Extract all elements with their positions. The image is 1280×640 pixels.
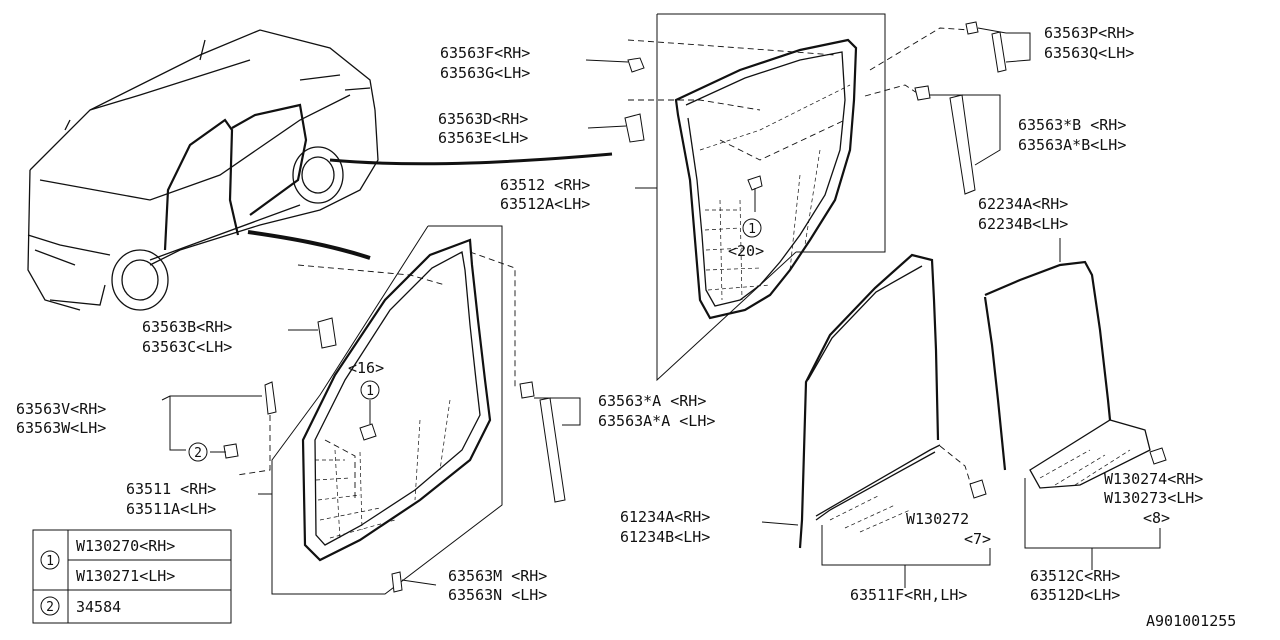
label-63563b-rh: 63563B<RH> <box>142 318 232 336</box>
label-63512-rh: 63512 <RH> <box>500 176 590 194</box>
legend-table: 1 2 W130270<RH> W130271<LH> 34584 <box>32 529 232 624</box>
label-63563d-rh: 63563D<RH> <box>438 110 528 128</box>
clip-63563f <box>627 57 645 73</box>
rear-door-leader <box>329 152 613 166</box>
quantity-7: <7> <box>964 530 991 548</box>
quantity-16: <16> <box>348 359 384 377</box>
label-63563sb-rh: 63563*B <RH> <box>1018 116 1126 134</box>
car-illustration <box>27 29 379 311</box>
trim-63563v <box>264 381 277 415</box>
front-door-leader <box>247 230 371 260</box>
label-63563c-lh: 63563C<LH> <box>142 338 232 356</box>
front-door-weatherstrip-group <box>236 225 516 595</box>
legend-w130271-lh: W130271<LH> <box>76 567 175 585</box>
callout-number: 1 <box>748 222 756 237</box>
trim-63563asb <box>949 94 976 195</box>
quantity-20: <20> <box>728 242 764 260</box>
label-63563e-lh: 63563E<LH> <box>438 129 528 147</box>
label-61234a-rh: 61234A<RH> <box>620 508 710 526</box>
rear-glass-run-group <box>983 238 1167 570</box>
label-63563asb-lh: 63563A*B<LH> <box>1018 136 1126 154</box>
label-63512c-rh: 63512C<RH> <box>1030 567 1120 585</box>
label-63511-rh: 63511 <RH> <box>126 480 216 498</box>
label-63563f-rh: 63563F<RH> <box>440 44 530 62</box>
label-w130274-rh: W130274<RH> <box>1104 470 1203 488</box>
label-62234b-lh: 62234B<LH> <box>978 215 1068 233</box>
callout-circle-1-front <box>360 380 380 400</box>
legend-w130270-rh: W130270<RH> <box>76 537 175 555</box>
label-63563asa-lh: 63563A*A <LH> <box>598 412 715 430</box>
callout-number: 1 <box>366 384 374 399</box>
label-63563g-lh: 63563G<LH> <box>440 64 530 82</box>
label-63512d-lh: 63512D<LH> <box>1030 586 1120 604</box>
callout-circle-2 <box>188 442 208 462</box>
label-63563q-lh: 63563Q<LH> <box>1044 44 1134 62</box>
label-63563n-lh: 63563N <LH> <box>448 586 547 604</box>
clip-63563sa <box>519 381 535 399</box>
clip-63563q <box>991 31 1007 73</box>
label-63563p-rh: 63563P<RH> <box>1044 24 1134 42</box>
label-63512a-lh: 63512A<LH> <box>500 195 590 213</box>
clip-63563b <box>317 317 337 349</box>
clip-63563m <box>391 571 403 593</box>
label-w130272: W130272 <box>906 510 969 528</box>
rear-door-weatherstrip-group <box>627 13 971 382</box>
label-62234a-rh: 62234A<RH> <box>978 195 1068 213</box>
quantity-8: <8> <box>1143 509 1170 527</box>
clip-2 <box>223 443 239 459</box>
label-61234b-lh: 61234B<LH> <box>620 528 710 546</box>
label-63511f: 63511F<RH,LH> <box>850 586 967 604</box>
trim-63563asa <box>539 397 566 503</box>
callout-number: 2 <box>194 446 202 461</box>
clip-63563d <box>624 113 645 143</box>
label-63563sa-rh: 63563*A <RH> <box>598 392 706 410</box>
label-63563m-rh: 63563M <RH> <box>448 567 547 585</box>
clip-63563p <box>965 21 979 35</box>
legend-34584: 34584 <box>76 598 121 616</box>
legend-row1-number: 1 <box>46 554 54 569</box>
front-glass-run-group <box>761 253 991 588</box>
clip-63563sb <box>914 85 931 101</box>
callout-circle-1-rear <box>742 218 762 238</box>
label-63563w-lh: 63563W<LH> <box>16 419 106 437</box>
label-w130273-lh: W130273<LH> <box>1104 489 1203 507</box>
diagram-id: A901001255 <box>1146 612 1236 630</box>
label-63563v-rh: 63563V<RH> <box>16 400 106 418</box>
label-63511a-lh: 63511A<LH> <box>126 500 216 518</box>
legend-row2-number: 2 <box>46 600 54 615</box>
